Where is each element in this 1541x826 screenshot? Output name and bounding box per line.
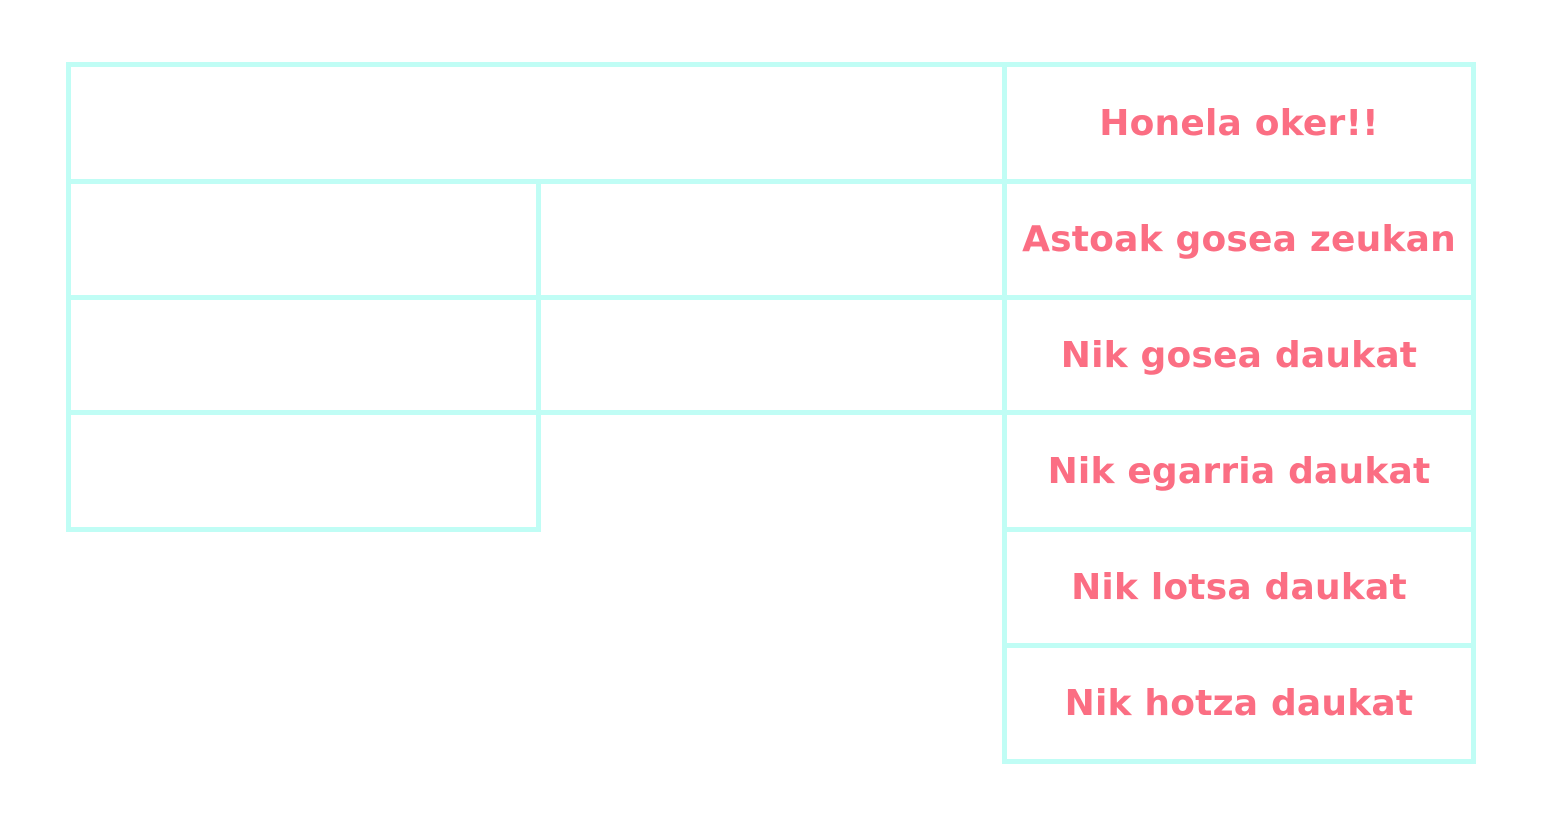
blank-cell-r3-c2[interactable] xyxy=(536,295,1007,415)
blank-cell-header[interactable] xyxy=(66,62,1007,184)
answer-label: Nik lotsa daukat xyxy=(1071,567,1407,608)
answer-label: Nik gosea daukat xyxy=(1060,334,1418,376)
answer-label: Nik egarria daukat xyxy=(1047,450,1431,492)
answer-cell[interactable]: Astoak gosea zeukan xyxy=(1002,179,1476,300)
blank-cell-r4-c1[interactable] xyxy=(66,410,541,532)
answer-cell[interactable]: Nik egarria daukat xyxy=(1002,410,1476,532)
blank-cell-r3-c1[interactable] xyxy=(66,295,541,415)
answer-label: Nik hotza daukat xyxy=(1064,683,1414,724)
answer-cell[interactable]: Nik gosea daukat xyxy=(1002,295,1476,415)
answer-cell[interactable]: Nik hotza daukat xyxy=(1002,643,1476,764)
answer-cell[interactable]: Nik lotsa daukat xyxy=(1002,527,1476,648)
blank-cell-r2-c1[interactable] xyxy=(66,179,541,300)
answer-label: Honela oker!! xyxy=(1099,102,1379,144)
answer-cell[interactable]: Honela oker!! xyxy=(1002,62,1476,184)
answer-label: Astoak gosea zeukan xyxy=(1022,219,1456,260)
blank-cell-r2-c2[interactable] xyxy=(536,179,1007,300)
